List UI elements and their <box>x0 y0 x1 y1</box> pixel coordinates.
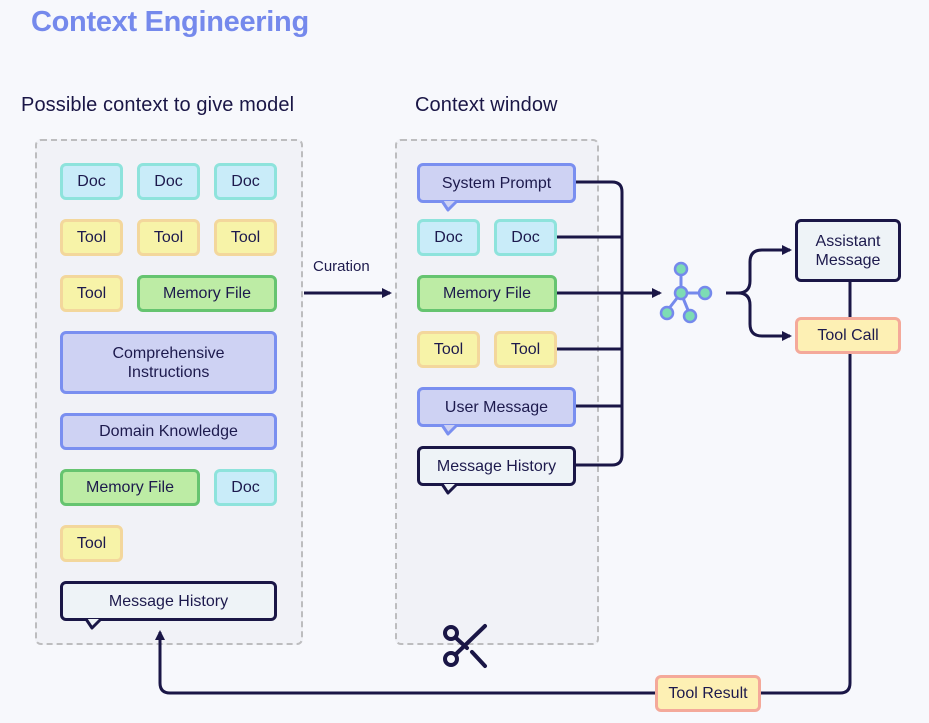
doc-block: Doc <box>417 219 480 256</box>
message-history-block: Message History <box>417 446 576 486</box>
doc-block: Doc <box>137 163 200 200</box>
assistant-message-block: Assistant Message <box>795 219 901 282</box>
tool-block: Tool <box>60 525 123 562</box>
doc-block: Doc <box>494 219 557 256</box>
tool-block: Tool <box>60 219 123 256</box>
diagram-title: Context Engineering <box>31 6 309 38</box>
branch-connector <box>737 291 792 341</box>
memory-file-block: Memory File <box>137 275 277 312</box>
memory-file-block: Memory File <box>417 275 557 312</box>
message-history-block: Message History <box>60 581 277 621</box>
doc-block: Doc <box>60 163 123 200</box>
memory-file-block: Memory File <box>60 469 200 506</box>
context-window-heading: Context window <box>415 94 558 116</box>
left-panel-heading: Possible context to give model <box>21 94 295 116</box>
tool-call-block: Tool Call <box>795 317 901 354</box>
comprehensive-instructions-block: Comprehensive Instructions <box>60 331 277 394</box>
curation-label: Curation <box>313 258 370 275</box>
tool-block: Tool <box>494 331 557 368</box>
doc-block: Doc <box>214 163 277 200</box>
tool-block: Tool <box>417 331 480 368</box>
branch-connector <box>726 245 792 295</box>
tool-result-block: Tool Result <box>655 675 761 712</box>
system-prompt-block: System Prompt <box>417 163 576 203</box>
tool-block: Tool <box>137 219 200 256</box>
tool-block: Tool <box>60 275 123 312</box>
tool-result-loop <box>761 354 852 695</box>
user-message-block: User Message <box>417 387 576 427</box>
domain-knowledge-block: Domain Knowledge <box>60 413 277 450</box>
tool-block: Tool <box>214 219 277 256</box>
doc-block: Doc <box>214 469 277 506</box>
model-network-icon <box>659 261 713 324</box>
